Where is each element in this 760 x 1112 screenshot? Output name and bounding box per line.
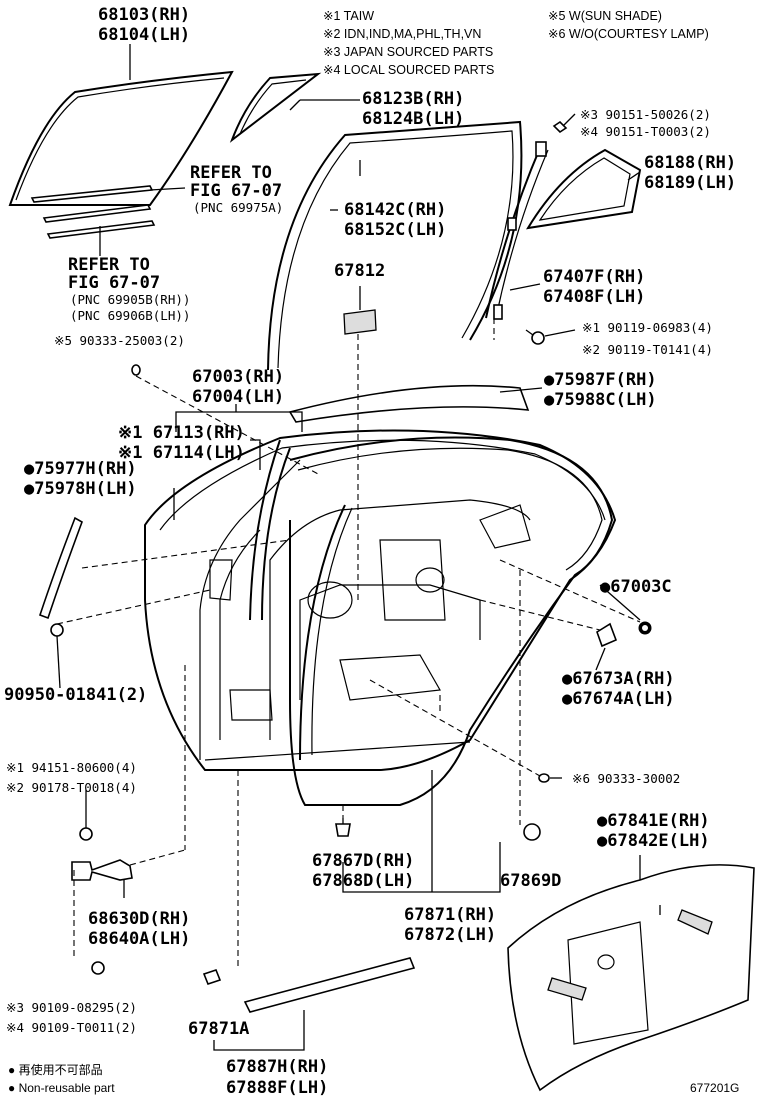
part-67003c-clip	[638, 621, 652, 635]
door-panel	[144, 429, 617, 771]
label-frame-rh: 67407F(RH)	[543, 267, 645, 287]
stripe-tape	[38, 516, 83, 620]
part-67812-pad	[343, 309, 377, 335]
label-refer2-c: (PNC 69905B(RH))	[70, 292, 190, 307]
note-3: ※3 JAPAN SOURCED PARTS	[323, 45, 493, 59]
division-bar	[299, 504, 353, 761]
label-clip2-lh: 67868D(LH)	[312, 871, 414, 891]
label-tape-rh: ●75977H(RH)	[24, 459, 137, 479]
label-cushion-lh: ●67674A(LH)	[562, 689, 675, 709]
label-tape-lh: ●75978H(LH)	[24, 479, 137, 499]
label-glass-rh: 68103(RH)	[98, 5, 190, 25]
label-qglass-lh: 68124B(LH)	[362, 109, 464, 129]
label-refer1-c: (PNC 69975A)	[193, 200, 283, 215]
label-refer2-b: FIG 67-07	[68, 273, 160, 293]
label-glass-lh: 68104(LH)	[98, 25, 190, 45]
figure-id: 677201G	[690, 1081, 739, 1095]
label-cushion-rh: ●67673A(RH)	[562, 669, 675, 689]
outer-moulding	[288, 384, 530, 423]
clip-left	[50, 623, 64, 637]
label-qseal-rh: 68188(RH)	[644, 153, 736, 173]
note-1: ※1 TAIW	[323, 9, 374, 23]
door-check	[71, 827, 133, 975]
belt-mouldings	[30, 185, 156, 239]
label-refer1-b: FIG 67-07	[190, 181, 282, 201]
label-b4: ※4 90109-T0011(2)	[6, 1020, 137, 1035]
leader-lines	[56, 44, 641, 1051]
bolt-top	[525, 329, 545, 345]
label-67003c: ●67003C	[600, 577, 672, 597]
label-screw1: ※3 90151-50026(2)	[580, 107, 711, 122]
door-glass	[8, 70, 234, 206]
notes-block: ※1 TAIW ※2 IDN,IND,MA,PHL,TH,VN ※3 JAPAN…	[323, 9, 709, 77]
window-frame-seal	[249, 439, 291, 621]
label-67871a: 67871A	[188, 1019, 249, 1039]
label-ck2: ※2 90178-T0018(4)	[6, 780, 137, 795]
label-mould-rh: ●75987F(RH)	[544, 370, 657, 390]
label-clip2-rh: 67867D(RH)	[312, 851, 414, 871]
quarter-seal	[526, 148, 642, 230]
legend-jp: ● 再使用不可部品	[8, 1062, 103, 1077]
label-ws-rh: 67871(RH)	[404, 905, 496, 925]
clip-67869	[523, 823, 541, 841]
cushion-part	[596, 622, 618, 648]
label-67812: 67812	[334, 261, 385, 281]
label-bolt2: ※2 90119-T0141(4)	[582, 342, 713, 357]
label-cover-lh: ●67842E(LH)	[597, 831, 710, 851]
note-5: ※5 W(SUN SHADE)	[548, 9, 662, 23]
legend: ● 再使用不可部品 ● Non-reusable part	[8, 1062, 115, 1095]
service-hole-cover	[507, 864, 755, 1092]
label-sill-rh: 67887H(RH)	[226, 1057, 328, 1077]
label-frame-lh: 67408F(LH)	[543, 287, 645, 307]
label-ws-lh: 67872(LH)	[404, 925, 496, 945]
label-ck1: ※1 94151-80600(4)	[6, 760, 137, 775]
label-mould-lh: ●75988C(LH)	[544, 390, 657, 410]
assembly-lines	[56, 318, 641, 970]
label-panel-lh: 67004(LH)	[192, 387, 284, 407]
label-b3: ※3 90109-08295(2)	[6, 1000, 137, 1015]
label-qglass-rh: 68123B(RH)	[362, 89, 464, 109]
note-6: ※6 W/O(COURTESY LAMP)	[548, 27, 709, 41]
label-cover-rh: ●67841E(RH)	[597, 811, 710, 831]
scuff-plate	[202, 957, 416, 1013]
label-refer2-d: (PNC 69906B(LH))	[70, 308, 190, 323]
label-run-lh: 68152C(LH)	[344, 220, 446, 240]
label-bolt1: ※1 90119-06983(4)	[582, 320, 713, 335]
rear-frame	[485, 141, 549, 320]
label-sill-lh: 67888F(LH)	[226, 1078, 328, 1098]
label-check-rh: 68630D(RH)	[88, 909, 190, 929]
label-plug: ※5 90333-25003(2)	[54, 333, 185, 348]
part-labels: 68103(RH) 68104(LH) 68123B(RH) 68124B(LH…	[4, 5, 736, 1098]
label-run-rh: 68142C(RH)	[344, 200, 446, 220]
label-67869d: 67869D	[500, 871, 561, 891]
legend-en: ● Non-reusable part	[8, 1081, 115, 1095]
label-seal-lh: ※1 67114(LH)	[118, 443, 245, 463]
quarter-glass	[229, 72, 322, 143]
label-check-lh: 68640A(LH)	[88, 929, 190, 949]
plug-small	[131, 364, 141, 376]
glass-run	[267, 120, 523, 371]
label-seal-rh: ※1 67113(RH)	[118, 423, 245, 443]
label-clip: 90950-01841(2)	[4, 685, 147, 705]
plug-courtesy	[538, 773, 550, 783]
note-2: ※2 IDN,IND,MA,PHL,TH,VN	[323, 27, 481, 41]
clip-67867	[335, 818, 351, 837]
label-qseal-lh: 68189(LH)	[644, 173, 736, 193]
screw-top	[552, 120, 568, 134]
label-refer1-a: REFER TO	[190, 163, 272, 183]
label-refer2-a: REFER TO	[68, 255, 150, 275]
note-4: ※4 LOCAL SOURCED PARTS	[323, 63, 494, 77]
label-panel-rh: 67003(RH)	[192, 367, 284, 387]
label-screw2: ※4 90151-T0003(2)	[580, 124, 711, 139]
door-weatherstrip	[289, 436, 614, 806]
label-plug2: ※6 90333-30002	[572, 771, 680, 786]
